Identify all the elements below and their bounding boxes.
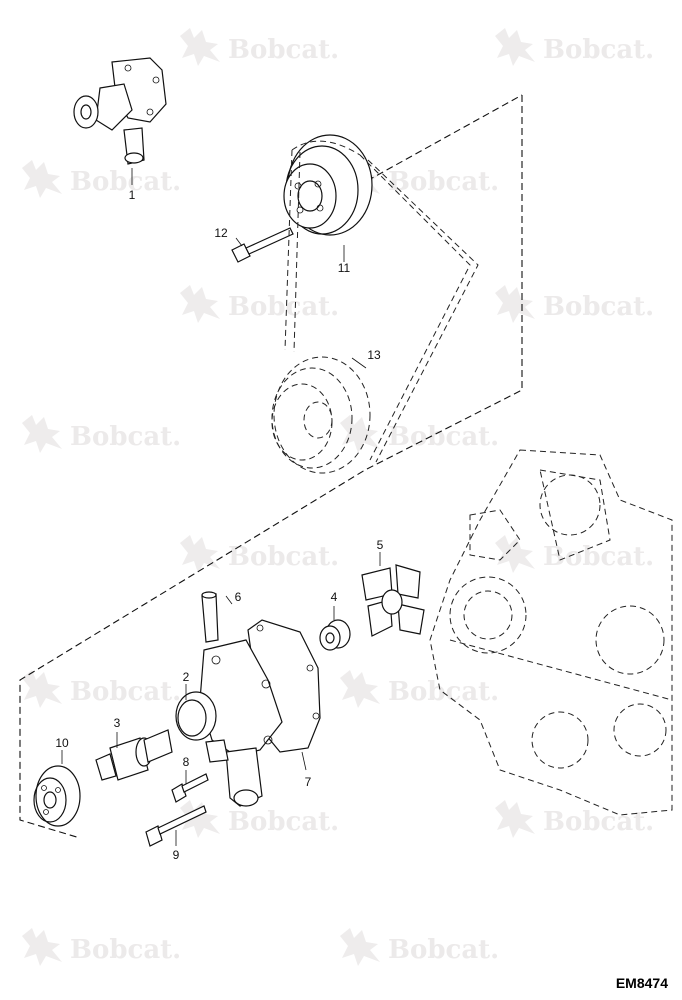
watermark-text: Bobcat. bbox=[543, 292, 654, 322]
bobcat-logo-icon bbox=[180, 535, 220, 573]
watermark-text: Bobcat. bbox=[228, 292, 339, 322]
watermark-text: Bobcat. bbox=[543, 807, 654, 837]
watermark-tile: Bobcat. bbox=[495, 800, 654, 838]
watermark-text: Bobcat. bbox=[388, 167, 499, 197]
callout-label-6: 6 bbox=[235, 590, 242, 604]
watermark-tile: Bobcat. bbox=[495, 285, 654, 323]
watermark-text: Bobcat. bbox=[388, 422, 499, 452]
assembly-boundary bbox=[19, 94, 523, 839]
watermark-tile: Bobcat. bbox=[22, 160, 181, 198]
fan-belt bbox=[284, 140, 479, 463]
watermark-text: Bobcat. bbox=[228, 542, 339, 572]
callout-label-2: 2 bbox=[183, 670, 190, 684]
watermark-text: Bobcat. bbox=[70, 677, 181, 707]
watermark-tile: Bobcat. bbox=[180, 28, 339, 66]
callout-label-11: 11 bbox=[338, 261, 351, 275]
bobcat-logo-icon bbox=[180, 28, 220, 66]
callout-label-5: 5 bbox=[377, 538, 384, 552]
watermark-text: Bobcat. bbox=[543, 35, 654, 65]
shaft-bearing bbox=[95, 729, 173, 781]
watermark-tile: Bobcat. bbox=[180, 285, 339, 323]
bobcat-logo-icon bbox=[22, 928, 62, 966]
watermark-tile: Bobcat. bbox=[22, 415, 181, 453]
bobcat-logo-icon bbox=[495, 535, 535, 573]
pulley-bolt bbox=[231, 227, 294, 263]
bobcat-logo-icon bbox=[495, 800, 535, 838]
watermark-text: Bobcat. bbox=[228, 35, 339, 65]
watermark-tile: Bobcat. bbox=[340, 670, 499, 708]
water-pump-housing bbox=[175, 639, 283, 807]
watermark-tile: Bobcat. bbox=[180, 535, 339, 573]
long-bolt bbox=[145, 805, 207, 847]
watermark-tile: Bobcat. bbox=[340, 160, 499, 198]
bobcat-logo-icon bbox=[340, 415, 380, 453]
bobcat-logo-icon bbox=[495, 28, 535, 66]
bypass-pipe bbox=[201, 591, 233, 643]
watermark-tile: Bobcat. bbox=[495, 535, 654, 573]
impeller bbox=[361, 552, 425, 637]
watermark-tile: Bobcat. bbox=[495, 28, 654, 66]
bobcat-logo-icon bbox=[340, 670, 380, 708]
watermark-text: Bobcat. bbox=[70, 167, 181, 197]
bobcat-logo-icon bbox=[22, 160, 62, 198]
callout-label-1: 1 bbox=[129, 188, 136, 202]
fan-pulley bbox=[283, 134, 373, 262]
pulley-flange bbox=[33, 750, 81, 827]
watermark-text: Bobcat. bbox=[228, 807, 339, 837]
callout-label-8: 8 bbox=[183, 755, 190, 769]
watermark-layer: Bobcat. Bobcat. Bobcat. Bobcat. Bobcat. Bobca… bbox=[22, 28, 654, 966]
callout-label-7: 7 bbox=[305, 775, 312, 789]
watermark-tile: Bobcat. bbox=[340, 415, 499, 453]
watermark-tile: Bobcat. bbox=[22, 670, 181, 708]
bobcat-logo-icon bbox=[495, 285, 535, 323]
callout-label-13: 13 bbox=[367, 348, 381, 362]
watermark-tile: Bobcat. bbox=[22, 928, 181, 966]
drawing-id-label: EM8474 bbox=[616, 975, 668, 991]
bobcat-logo-icon bbox=[22, 415, 62, 453]
crankshaft-pulley bbox=[271, 356, 371, 474]
callout-label-3: 3 bbox=[114, 716, 121, 730]
watermark-text: Bobcat. bbox=[70, 935, 181, 965]
bobcat-logo-icon bbox=[340, 928, 380, 966]
bobcat-logo-icon bbox=[180, 285, 220, 323]
callout-label-9: 9 bbox=[173, 848, 180, 862]
watermark-text: Bobcat. bbox=[543, 542, 654, 572]
short-bolt bbox=[171, 770, 209, 803]
mechanical-seal bbox=[319, 606, 351, 651]
watermark-text: Bobcat. bbox=[388, 935, 499, 965]
engine-block-outline bbox=[429, 449, 673, 816]
callout-label-4: 4 bbox=[331, 590, 338, 604]
watermark-text: Bobcat. bbox=[388, 677, 499, 707]
watermark-text: Bobcat. bbox=[70, 422, 181, 452]
watermark-tile: Bobcat. bbox=[340, 928, 499, 966]
callout-label-12: 12 bbox=[214, 226, 228, 240]
water-pump-assembly-thumbnail bbox=[73, 57, 167, 185]
bobcat-logo-icon bbox=[22, 670, 62, 708]
watermark-tile: Bobcat. bbox=[180, 800, 339, 838]
callout-label-10: 10 bbox=[55, 736, 69, 750]
